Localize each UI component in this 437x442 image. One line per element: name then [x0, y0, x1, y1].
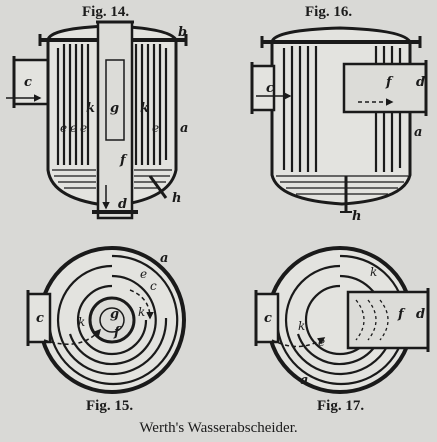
- fig14-letter-e3: e: [80, 121, 87, 135]
- fig17-letter-d: d: [416, 307, 425, 322]
- fig14-title: Fig. 14.: [82, 4, 130, 20]
- fig15-letter-a: a: [160, 251, 168, 266]
- fig14-letter-e1: e: [60, 121, 67, 135]
- fig14-letter-e4: e: [152, 121, 159, 135]
- plate-caption: Werth's Wasserabscheider.: [139, 420, 298, 436]
- fig14-letter-b: b: [178, 25, 187, 40]
- fig17-title: Fig. 17.: [317, 398, 365, 414]
- fig15-letter-g: g: [110, 307, 119, 322]
- fig17-letter-e: e: [318, 335, 325, 349]
- fig15-letter-k-left: k: [78, 315, 85, 329]
- fig15-letter-c-inlet: c: [36, 311, 44, 326]
- fig16-letter-h: h: [352, 209, 361, 224]
- fig14-letter-d: d: [118, 197, 127, 212]
- fig15-letter-e: e: [140, 267, 147, 281]
- fig16-drawing: [250, 26, 428, 213]
- fig14-letter-a: a: [180, 121, 188, 136]
- fig17-letter-f: f: [397, 307, 406, 322]
- fig17-letter-k-top: k: [370, 265, 377, 279]
- fig17-letter-c: c: [264, 311, 272, 326]
- fig16-letter-f: f: [385, 75, 394, 90]
- fig16-title: Fig. 16.: [305, 4, 353, 20]
- fig14-letter-h: h: [172, 191, 181, 206]
- fig16-letter-d: d: [416, 75, 425, 90]
- fig15-letter-k-right: k: [138, 305, 145, 319]
- fig14-letter-k-left: k: [86, 101, 95, 116]
- fig14-letter-k-right: k: [140, 101, 149, 116]
- fig14-letter-e2: e: [70, 121, 77, 135]
- fig15-letter-f: f: [113, 325, 122, 340]
- fig14-letter-f: f: [119, 153, 128, 168]
- fig15-drawing: [26, 246, 186, 394]
- fig17-letter-a: a: [300, 373, 308, 388]
- fig17-drawing: [254, 246, 430, 394]
- fig14-drawing: [6, 20, 188, 220]
- fig14-letter-c: c: [24, 75, 32, 90]
- fig15-title: Fig. 15.: [86, 398, 134, 414]
- fig15-letter-c-inner: c: [150, 279, 157, 293]
- fig16-letter-c: c: [266, 81, 274, 96]
- fig16-letter-a: a: [414, 125, 422, 140]
- fig14-letter-g: g: [110, 101, 119, 116]
- fig17-letter-k-left: k: [298, 319, 305, 333]
